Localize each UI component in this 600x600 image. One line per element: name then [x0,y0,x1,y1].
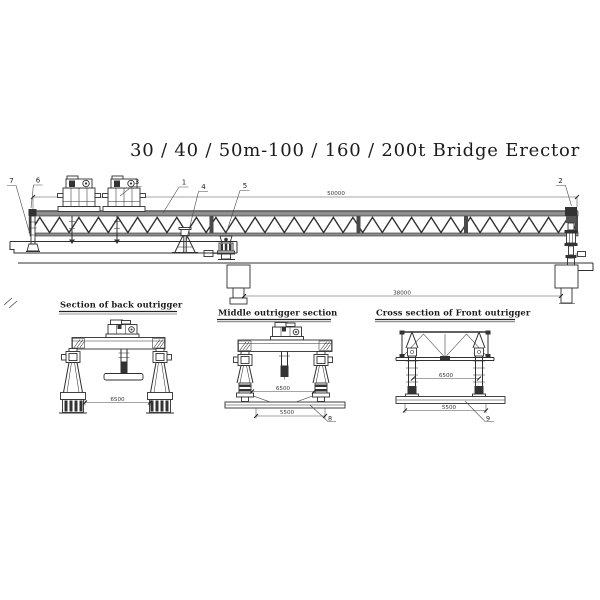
dim-bridge-label: 38000 [393,290,411,296]
back-lifting-beam [103,349,144,381]
svg-text:8: 8 [328,415,332,423]
svg-text:7: 7 [9,177,13,185]
svg-text:6500: 6500 [110,397,125,403]
girder-end-post-right [574,216,578,234]
callout-2: 2 [556,177,572,207]
back-leg-right [146,348,174,414]
svg-text:6500: 6500 [276,386,291,392]
svg-text:4: 4 [201,183,206,191]
dimension-front-5500: 5500 [402,403,489,413]
girder-post [209,216,214,234]
section-middle-title: Middle outrigger section [218,308,337,318]
callout-4: 4 [185,183,208,243]
dimension-middle-6500: 6500 [249,386,317,394]
winch-trolley-1 [57,175,101,212]
svg-text:2: 2 [558,177,562,185]
section-front-title: Cross section of Front outrigger [376,308,531,318]
svg-text:5500: 5500 [442,405,457,411]
section-back-outrigger: Section of back outrigger [59,300,183,414]
section-middle-outrigger: Middle outrigger section [217,308,346,423]
section-back-title: Section of back outrigger [60,300,183,310]
dim-span-label: 50000 [327,191,345,197]
girder-end-post-left [28,216,32,234]
svg-text:3: 3 [135,178,139,186]
dimension-back-6500: 6500 [82,397,153,406]
svg-text:9: 9 [486,415,490,423]
svg-text:5500: 5500 [280,410,295,416]
middle-trolley [270,322,304,341]
callout-9: 9 [464,400,494,423]
girder-post [356,216,361,234]
middle-crossbeam [237,339,333,352]
callout-6: 6 [30,177,43,209]
middle-platform-girder [224,395,346,409]
callout-1: 1 [162,179,189,214]
dimension-38000: 38000 [241,288,564,299]
elevation-view: 50000 [3,175,594,309]
middle-leg-right [312,351,333,402]
callout-3: 3 [119,178,142,197]
svg-text:1: 1 [182,179,186,187]
svg-text:5: 5 [243,182,247,190]
winch-trolley-2 [102,175,146,212]
girder-post [464,216,468,234]
middle-hoist-mast [279,351,290,380]
drawing-title: 30 / 40 / 50m-100 / 160 / 200t Bridge Er… [130,140,580,161]
callout-7: 7 [7,177,30,232]
bridge-deck [9,241,238,254]
ground-line [3,262,594,309]
front-leg-right [472,331,486,398]
callout-8: 8 [309,404,336,423]
middle-leg-left [233,351,254,402]
back-support-leg [26,209,40,252]
bridge-pier-1 [226,264,251,305]
callout-5: 5 [225,182,250,235]
front-leg-left [405,331,419,398]
front-platform [395,396,506,404]
dimension-front-6500: 6500 [410,373,482,381]
svg-text:6500: 6500 [439,373,454,379]
back-crossbeam [71,337,166,350]
front-cross-truss [395,330,495,361]
svg-text:6: 6 [36,177,41,185]
front-support-leg [564,207,586,267]
back-leg-left [59,348,87,414]
section-front-outrigger: Cross section of Front outrigger [375,308,531,423]
bridge-pier-2 [554,264,579,304]
